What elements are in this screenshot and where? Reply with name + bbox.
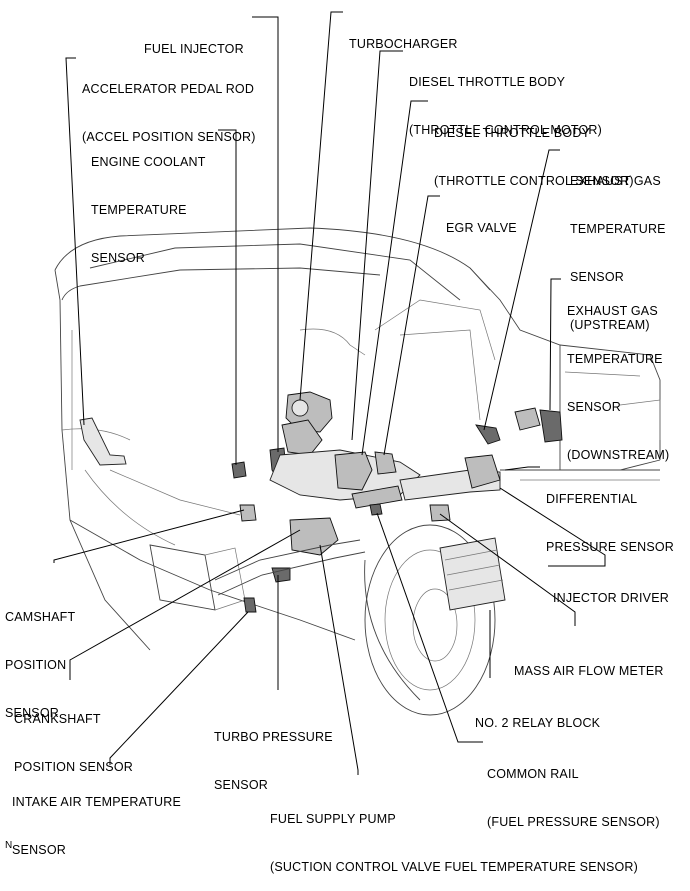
exhaust-upstream-sensor	[475, 424, 501, 445]
label-common-rail: COMMON RAIL (FUEL PRESSURE SENSOR)	[487, 767, 660, 829]
label-no2-relay-block: NO. 2 RELAY BLOCK	[475, 716, 601, 730]
throttle-body	[281, 419, 323, 456]
common-rail	[351, 485, 403, 509]
engine-component-location-diagram	[53, 11, 661, 775]
fuel-supply-pump	[289, 517, 339, 556]
label-diesel-throttle-body-sensor: DIESEL THROTTLE BODY (THROTTLE CONTROL S…	[434, 126, 634, 188]
label-exhaust-gas-temp-upstream: EXHAUST GAS TEMPERATURE SENSOR (UPSTREAM…	[570, 174, 666, 332]
egr-valve	[334, 451, 373, 491]
label-exhaust-gas-temp-downstream: EXHAUST GAS TEMPERATURE SENSOR (DOWNSTRE…	[567, 304, 670, 462]
label-intake-air-temperature-sensor: INTAKE AIR TEMPERATURE SENSOR	[12, 795, 182, 857]
exhaust-downstream-sensor	[539, 409, 563, 443]
accelerator-pedal-rod	[79, 417, 127, 466]
label-mass-air-flow-meter: MASS AIR FLOW METER	[514, 664, 664, 678]
injector-driver	[429, 504, 451, 522]
turbo-pressure-sensor	[271, 567, 291, 583]
leader-lines	[53, 11, 606, 775]
differential-pressure-sensor	[464, 454, 501, 489]
label-camshaft-position-sensor: CAMSHAFT POSITION SENSOR	[5, 610, 76, 720]
label-egr-valve: EGR VALVE	[446, 221, 517, 235]
label-engine-coolant-temperature-sensor: ENGINE COOLANT TEMPERATURE SENSOR	[91, 155, 206, 265]
label-crankshaft-position-sensor: CRANKSHAFT POSITION SENSOR	[14, 712, 133, 774]
no2-relay-block	[439, 537, 506, 611]
label-diesel-throttle-body-motor: DIESEL THROTTLE BODY (THROTTLE CONTROL M…	[409, 75, 602, 137]
intake-air-temp-sensor	[243, 597, 257, 613]
label-injector-driver: INJECTOR DRIVER	[553, 591, 669, 605]
label-turbocharger: TURBOCHARGER	[349, 37, 458, 51]
engine-parts	[79, 391, 563, 613]
label-accelerator-pedal-rod: ACCELERATOR PEDAL ROD (ACCEL POSITION SE…	[82, 82, 256, 144]
figure-code: N	[5, 840, 13, 851]
camshaft-position-sensor	[239, 504, 257, 522]
label-turbo-pressure-sensor: TURBO PRESSURE SENSOR	[214, 730, 333, 792]
label-differential-pressure-sensor: DIFFERENTIAL PRESSURE SENSOR	[546, 492, 675, 554]
label-fuel-supply-pump: FUEL SUPPLY PUMP (SUCTION CONTROL VALVE …	[270, 812, 639, 874]
engine-coolant-temp-sensor	[231, 461, 247, 479]
label-fuel-injector: FUEL INJECTOR	[144, 42, 244, 56]
